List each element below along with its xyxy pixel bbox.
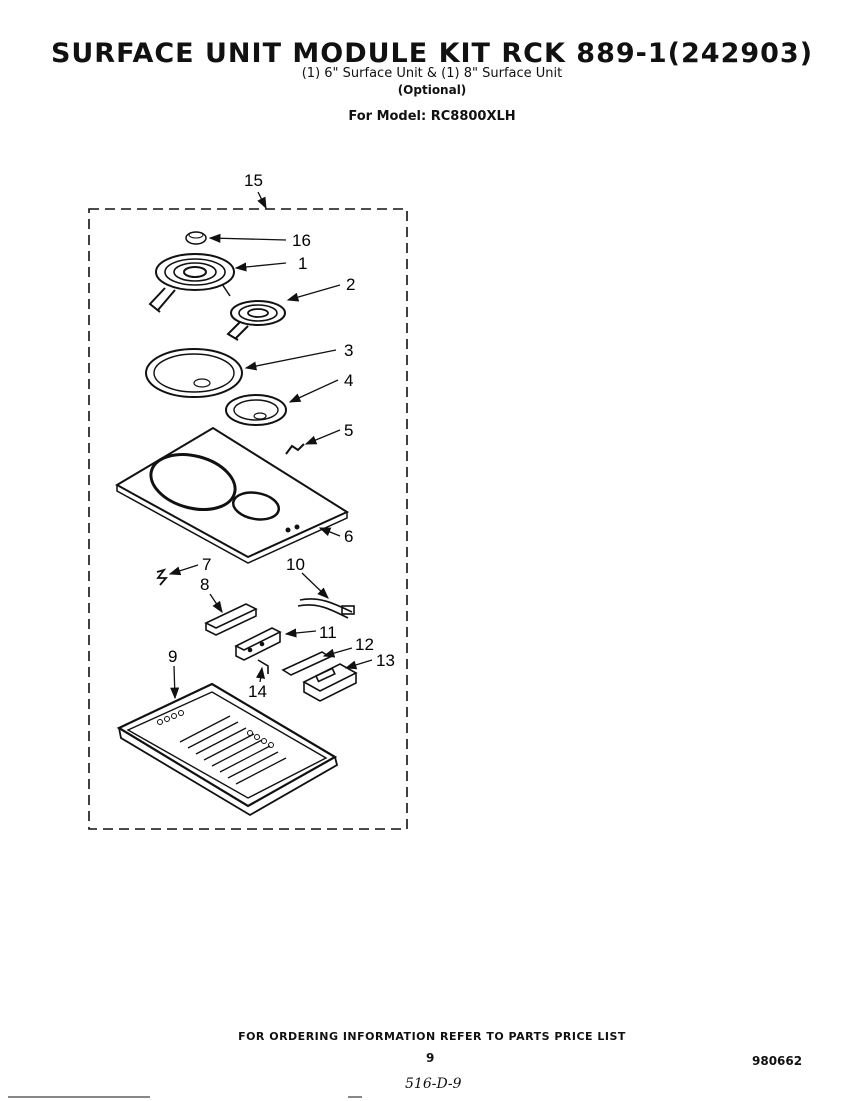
part-11-switch-block [234, 627, 282, 661]
part-1-large-element [148, 253, 235, 313]
callout-8: 8 [200, 575, 209, 594]
handwritten-note: 516-D-9 [405, 1076, 462, 1092]
part-12-strip [281, 651, 332, 676]
part-6-cooktop [114, 426, 350, 564]
part-16-cap [185, 231, 207, 245]
part-2-small-element [226, 300, 286, 341]
callout-5: 5 [344, 421, 353, 440]
document-number: 980662 [752, 1054, 803, 1068]
page-number: 9 [426, 1051, 435, 1065]
part-13-housing [302, 663, 358, 702]
model-label: For Model: RC8800XLH [348, 109, 516, 124]
callout-3: 3 [344, 341, 353, 360]
callout-16: 16 [292, 231, 311, 250]
callout-7: 7 [202, 555, 211, 574]
callout-13: 13 [376, 651, 395, 670]
callout-12: 12 [355, 635, 374, 654]
part-14-pin [257, 659, 269, 674]
leader-lines [168, 191, 373, 700]
callout-11: 11 [319, 623, 337, 642]
callout-9: 9 [168, 647, 177, 666]
callout-15: 15 [244, 171, 263, 190]
part-9-burner-box [116, 682, 339, 817]
part-3-large-drip-bowl [145, 348, 243, 398]
part-4-small-drip-bowl [225, 394, 287, 426]
callout-10: 10 [286, 555, 305, 574]
callout-6: 6 [344, 527, 353, 546]
callout-2: 2 [346, 275, 355, 294]
kit-description: (1) 6" Surface Unit & (1) 8" Surface Uni… [301, 66, 563, 81]
page-title: SURFACE UNIT MODULE KIT RCK 889-1(242903… [50, 38, 814, 69]
callout-14: 14 [248, 682, 267, 701]
part-10-wire-harness [297, 598, 355, 619]
optional-note: (Optional) [397, 83, 467, 97]
ordering-note: FOR ORDERING INFORMATION REFER TO PARTS … [238, 1030, 626, 1043]
part-7-clip [156, 568, 168, 586]
part-8-bracket [204, 603, 258, 636]
callout-1: 1 [298, 254, 307, 273]
callout-4: 4 [344, 371, 353, 390]
kit-boundary [88, 208, 408, 830]
part-5-clip [285, 443, 305, 455]
